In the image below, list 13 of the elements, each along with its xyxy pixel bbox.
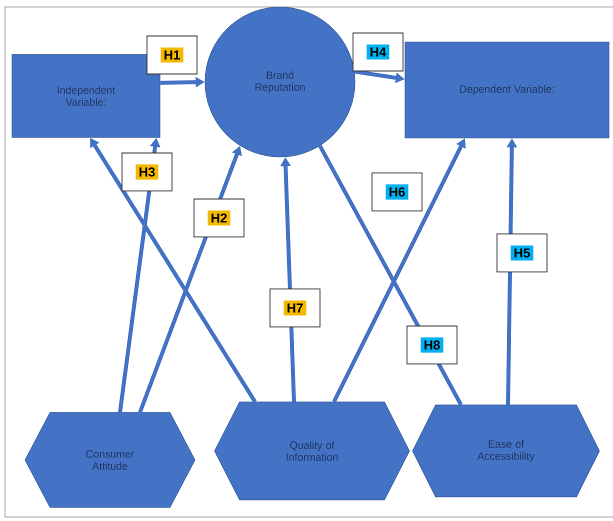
edge-label: H5 — [496, 234, 548, 272]
factor-hexagon: Ease of Accessibility — [412, 404, 600, 498]
edge-label: H3 — [122, 152, 172, 192]
edge-label: H8 — [406, 326, 458, 364]
edge-label: H1 — [146, 36, 198, 74]
edge-label: H2 — [194, 198, 244, 238]
variable-box: Independent Variable: — [12, 54, 160, 138]
factor-hexagon: Quality of Information — [214, 402, 410, 500]
edge-label: H6 — [372, 172, 422, 212]
variable-box: Dependent Variable: — [404, 42, 610, 138]
edge-label: H7 — [270, 288, 320, 328]
edge-label: H4 — [352, 32, 404, 72]
factor-hexagon: Consumer Attitude — [24, 412, 196, 508]
